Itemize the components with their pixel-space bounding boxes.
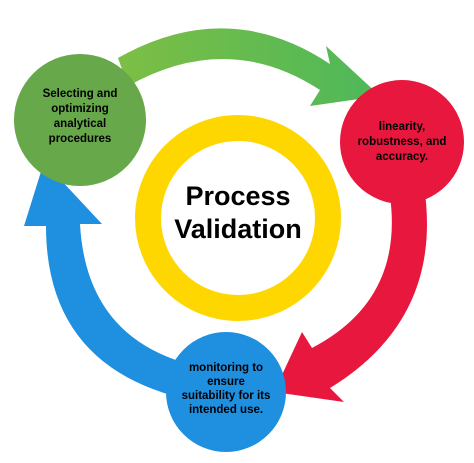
step-selecting-line3: analytical — [54, 118, 106, 130]
step-monitoring-line1: monitoring to — [189, 362, 263, 374]
step-selecting-line1: Selecting and — [43, 88, 118, 100]
step-monitoring-line2: ensure — [207, 376, 245, 388]
step-circle-selecting — [14, 54, 146, 186]
step-linearity-line1: linearity, — [379, 121, 425, 133]
step-linearity-line2: robustness, and — [358, 136, 447, 148]
step-monitoring-line4: intended use. — [189, 404, 263, 416]
blue-arrow-icon — [24, 162, 182, 396]
center-title-line1: Process — [185, 181, 290, 211]
step-circle-monitoring — [166, 332, 286, 452]
step-circle-linearity — [340, 80, 464, 204]
center-ring — [135, 115, 341, 321]
step-linearity-line3: accuracy. — [376, 151, 428, 163]
step-selecting-line4: procedures — [49, 133, 112, 145]
green-arrow-icon — [118, 28, 380, 106]
center-title-line2: Validation — [174, 214, 302, 244]
step-monitoring-line3: suitability for its — [182, 390, 271, 402]
step-selecting-line2: optimizing — [51, 103, 109, 115]
red-arrow-icon — [274, 186, 427, 402]
